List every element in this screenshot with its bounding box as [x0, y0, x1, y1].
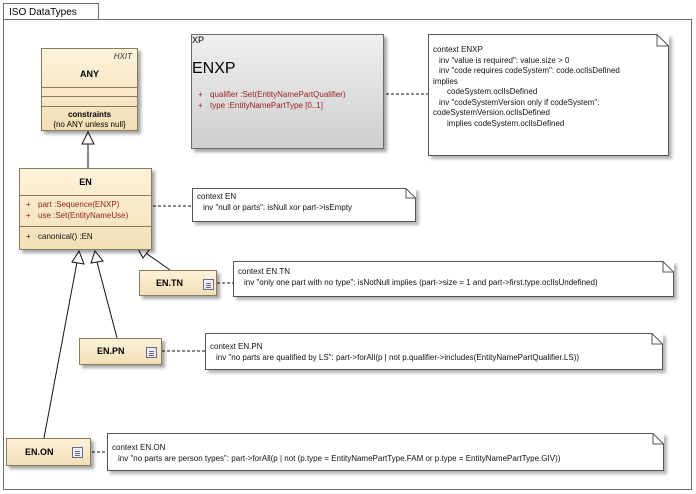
- note-line: implies codeSystem.oclIsDefined: [447, 118, 565, 128]
- class-any-sep: [42, 96, 137, 106]
- note-link-icon: [203, 279, 214, 290]
- package-frame-title: ISO DataTypes: [9, 7, 77, 18]
- note-link-icon: [72, 447, 83, 458]
- class-en-attr: +part :Sequence(ENXP): [26, 200, 120, 209]
- class-any[interactable]: HXIT ANY constraints {no ANY unless null…: [41, 48, 138, 131]
- note-line: codeSystemVersion.oclIsDefined: [433, 108, 550, 117]
- generalization-arrowhead-en-any: [81, 130, 95, 145]
- class-enxp-name: ENXP: [192, 60, 236, 77]
- class-any-name: ANY: [79, 69, 99, 79]
- class-en-attrs: +part :Sequence(ENXP) +use :Set(EntityNa…: [20, 195, 151, 226]
- generalization-arrowhead-enpn-en: [90, 249, 104, 264]
- generalization-enpn-en: [96, 261, 118, 339]
- note-line: implies: [433, 76, 458, 86]
- class-enxp-stereotype: XP: [192, 35, 205, 45]
- note-line: context EN.PN: [210, 342, 263, 351]
- note-link-icon: [146, 347, 157, 358]
- class-enpn-name: EN.PN: [97, 346, 125, 356]
- note-line: inv "no parts are qualified by LS": part…: [216, 352, 580, 362]
- class-en-ops: +canonical() :EN: [20, 226, 151, 242]
- package-frame-tab: ISO DataTypes: [3, 3, 99, 20]
- note-line: inv "no parts are person types": part->f…: [118, 453, 561, 463]
- note-en[interactable]: context EN inv "null or parts": isNull x…: [192, 188, 416, 222]
- note-enxp[interactable]: context ENXP inv "value is required": va…: [428, 34, 669, 156]
- note-line: codeSystem.oclIsDefined: [447, 87, 538, 96]
- note-line: context EN: [197, 192, 237, 201]
- note-entn[interactable]: context EN.TN inv "only one part with no…: [233, 261, 674, 297]
- class-enxp-attrs: +qualifier :Set(EntityNamePartQualifier)…: [192, 87, 383, 110]
- class-en-op: +canonical() :EN: [26, 232, 93, 241]
- note-line: inv "value is required": value.size > 0: [439, 55, 570, 65]
- class-entn[interactable]: EN.TN: [139, 270, 217, 296]
- class-enpn[interactable]: EN.PN: [79, 338, 162, 365]
- generalization-arrowhead-enon-en: [71, 249, 85, 265]
- note-enpn[interactable]: context EN.PN inv "no parts are qualifie…: [205, 333, 663, 370]
- class-enxp-attr: +type :EntityNamePartType [0..1]: [198, 101, 323, 110]
- class-enon[interactable]: EN.ON: [6, 438, 91, 466]
- class-enon-name: EN.ON: [25, 447, 54, 457]
- note-line: inv "only one part with no type": isNotN…: [244, 277, 598, 287]
- generalization-enon-en: [43, 261, 78, 439]
- note-line: inv "null or parts": isNull xor part->is…: [203, 202, 353, 212]
- generalization-entn-en: [142, 250, 171, 271]
- class-enxp[interactable]: XP ENXP +qualifier :Set(EntityNamePartQu…: [191, 34, 384, 149]
- note-line: inv "code requires codeSystem": code.ocl…: [439, 66, 620, 75]
- note-line: inv "codeSystemVersion only if codeSyste…: [439, 97, 600, 107]
- class-any-ops-title: constraints: [67, 110, 112, 119]
- class-en-attr: +use :Set(EntityNameUse): [26, 211, 129, 220]
- class-any-ops-text: {no ANY unless null}: [53, 120, 126, 129]
- class-any-stereotype: HXIT: [113, 52, 132, 61]
- note-enon[interactable]: context EN.ON inv "no parts are person t…: [107, 433, 664, 471]
- class-any-attrs: [42, 87, 137, 96]
- package-frame: [3, 19, 692, 490]
- class-enxp-attr: +qualifier :Set(EntityNamePartQualifier): [198, 90, 346, 99]
- note-line: context EN.ON: [112, 443, 166, 452]
- class-entn-name: EN.TN: [156, 278, 183, 288]
- class-en-name: EN: [79, 177, 92, 187]
- note-line: context ENXP: [433, 45, 483, 54]
- class-any-ops: constraints {no ANY unless null}: [42, 106, 137, 129]
- class-en[interactable]: EN +part :Sequence(ENXP) +use :Set(Entit…: [19, 168, 152, 250]
- note-line: context EN.TN: [238, 267, 291, 276]
